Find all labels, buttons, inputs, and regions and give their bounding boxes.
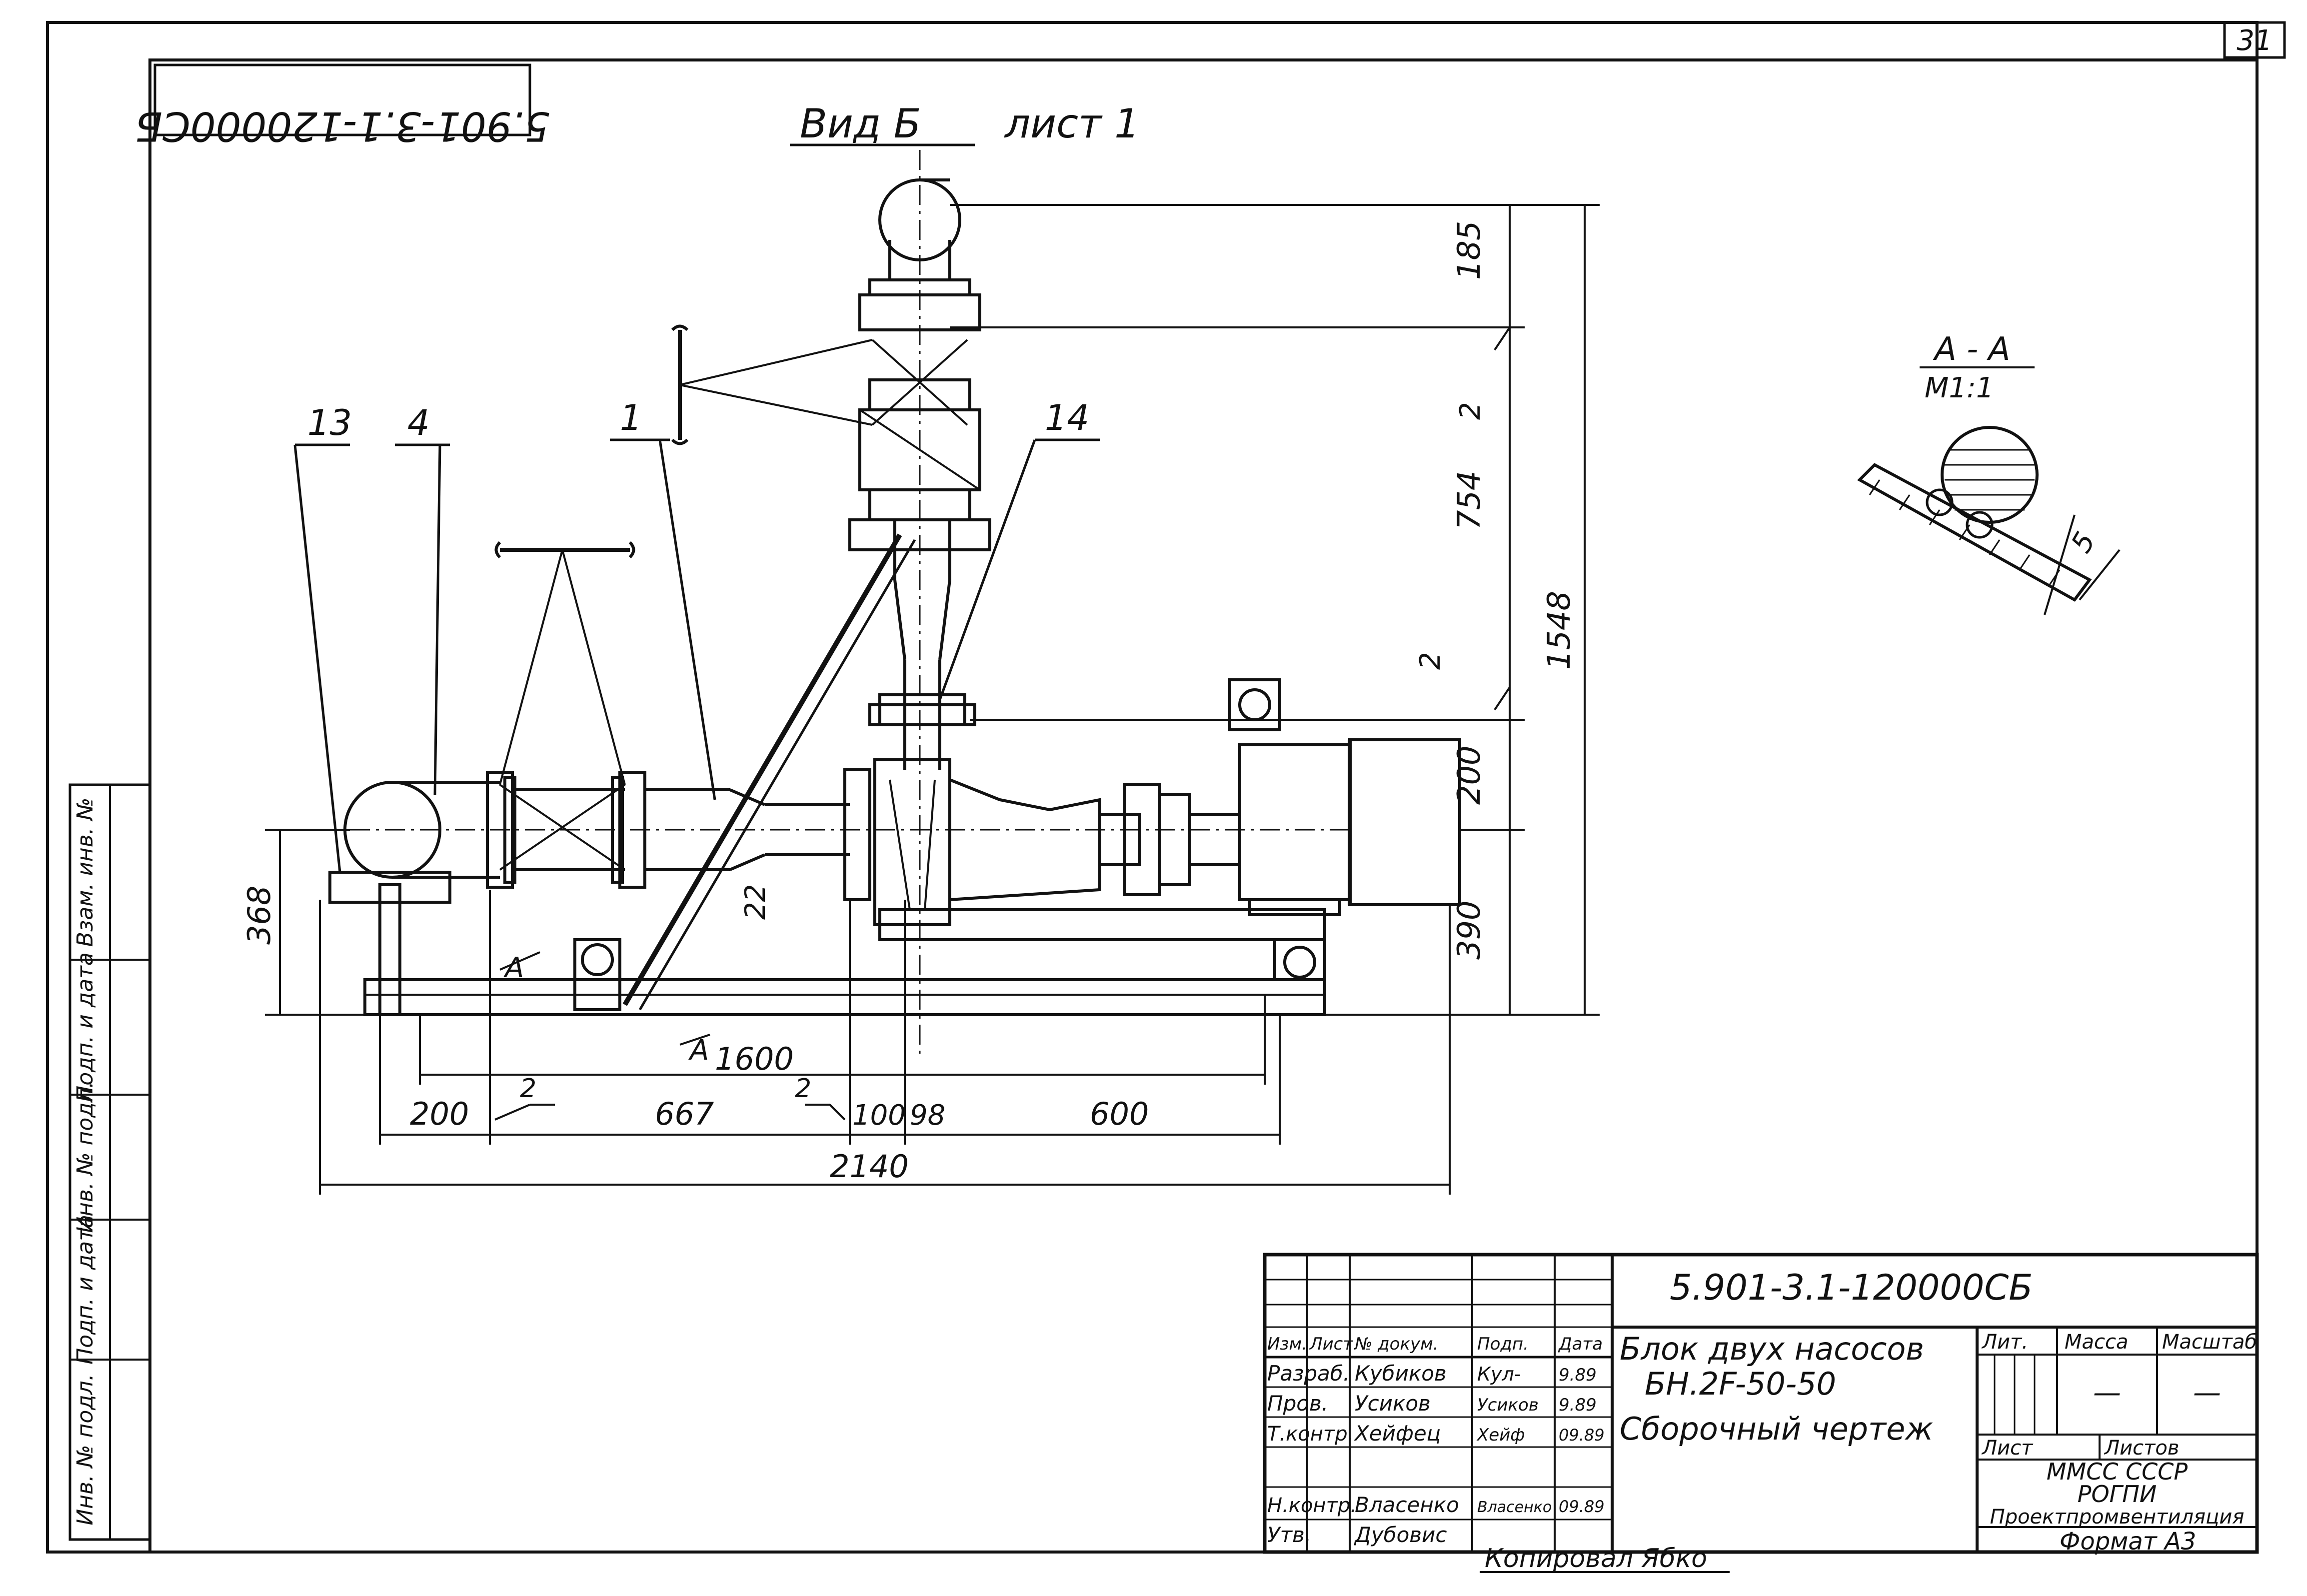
tb-header: Лист	[1309, 1334, 1353, 1354]
dim-label: 200	[1451, 746, 1487, 805]
sheet-frame	[46, 21, 2259, 1554]
tb-org: Проектпромвентиляция	[1990, 1506, 2245, 1529]
dim-label: 2	[1454, 402, 1487, 420]
svg-text:Н.контр.: Н.контр.	[1267, 1494, 1357, 1517]
tb-sheets: Листов	[2104, 1437, 2179, 1460]
tb-header: Дата	[1558, 1334, 1603, 1354]
leaders	[293, 438, 1100, 873]
svg-text:Утв.: Утв.	[1267, 1523, 1311, 1547]
svg-text:Усиков: Усиков	[1355, 1391, 1431, 1416]
drawing-name: Блок двух насосов	[1620, 1331, 1924, 1367]
dim-label: 390	[1451, 901, 1487, 960]
tb-org: РОГПИ	[2078, 1481, 2157, 1508]
section-label: А - А	[1933, 331, 2010, 368]
section-aa: А - А М1:1 5	[1857, 331, 2121, 615]
dim-label: 1548	[1541, 591, 1577, 670]
svg-text:Дубовис: Дубовис	[1354, 1523, 1447, 1547]
rotated-code-box: 5.901-3.1-120000СБ	[135, 63, 550, 149]
dim-label: 1600	[715, 1041, 794, 1077]
motor-body	[1238, 743, 1351, 901]
tb-lit: Лит.	[1981, 1331, 2028, 1354]
dim-label: 2	[520, 1074, 536, 1104]
stamp-field: Подп. и дата	[72, 952, 98, 1102]
svg-text:9.89: 9.89	[1559, 1395, 1597, 1415]
tb-header: № докум.	[1354, 1334, 1439, 1354]
view-sheet: лист 1	[1004, 100, 1140, 147]
svg-text:Власенко: Власенко	[1355, 1493, 1459, 1517]
tb-header: Подп.	[1477, 1334, 1529, 1354]
tb-scale: Масштаб	[2162, 1331, 2257, 1354]
dim-label: 368	[241, 886, 277, 945]
vertical-dimensions	[265, 204, 1600, 1016]
svg-text:Хейфец: Хейфец	[1354, 1421, 1441, 1446]
sheet-number-box: 31	[2223, 21, 2286, 59]
leader-label: 1	[620, 397, 642, 438]
tb-row: Т.контр. Хейфец Хейф 09.89	[1267, 1421, 1605, 1446]
tb-header: Изм.	[1267, 1334, 1307, 1354]
svg-text:Пров.: Пров.	[1267, 1391, 1328, 1416]
side-stamp: Взам. инв. № Подп. и дата Инв. № подл. П…	[68, 783, 151, 1541]
svg-text:Кубиков: Кубиков	[1355, 1361, 1447, 1386]
svg-text:9.89: 9.89	[1559, 1365, 1597, 1385]
leader-label: 14	[1045, 397, 1089, 438]
dim-label: 185	[1451, 221, 1487, 280]
section-scale: М1:1	[1925, 372, 1994, 404]
dim-label: 667	[655, 1096, 714, 1132]
dim-label: 22	[739, 884, 772, 920]
dim-label: А	[688, 1034, 709, 1067]
dim-label: 100	[852, 1099, 906, 1132]
drawing-code: 5.901-3.1-120000СБ	[1670, 1267, 2033, 1308]
rotated-drawing-code: 5.901-3.1-120000СБ	[135, 103, 550, 149]
dim-label: 2	[1414, 652, 1447, 670]
pump-base	[878, 908, 1326, 941]
tb-sheet: Лист	[1981, 1437, 2034, 1460]
tb-mass-value: —	[2093, 1377, 2121, 1409]
leader-label: 13	[307, 402, 352, 443]
drawing-name: БН.2F-50-50	[1645, 1366, 1836, 1402]
tb-scale-value: —	[2193, 1377, 2221, 1409]
svg-text:Власенко: Власенко	[1477, 1499, 1552, 1516]
tb-row: Пров. Усиков Усиков 9.89	[1267, 1391, 1597, 1416]
base-frame	[363, 978, 1326, 1016]
stamp-field: Инв. № подл.	[72, 1081, 98, 1233]
pump-assembly-drawing	[280, 150, 1461, 1060]
stamp-field: Взам. инв. №	[72, 798, 98, 947]
stamp-field: Подп. и дата	[72, 1215, 98, 1365]
tb-row: Разраб. Кубиков Кул- 9.89	[1267, 1361, 1597, 1386]
drawing-name: Сборочный чертеж	[1620, 1411, 1933, 1447]
dim-label: 600	[1090, 1096, 1149, 1132]
leader-label: 4	[407, 402, 430, 443]
svg-text:Кул-: Кул-	[1477, 1363, 1521, 1385]
tb-row: Н.контр. Власенко Власенко 09.89	[1267, 1493, 1605, 1517]
view-title: Вид Б	[800, 100, 921, 147]
format-label: Формат А3	[2060, 1528, 2196, 1556]
tb-org: ММСС СССР	[2047, 1458, 2188, 1485]
dim-label: 2140	[830, 1148, 909, 1185]
dim-label: 2	[795, 1074, 811, 1104]
svg-text:Т.контр.: Т.контр.	[1267, 1423, 1354, 1446]
svg-text:09.89: 09.89	[1559, 1497, 1605, 1516]
stamp-field: Инв. № подл.	[72, 1374, 98, 1526]
dim-label: 754	[1451, 471, 1487, 530]
horizontal-dimensions	[319, 890, 1451, 1195]
svg-text:09.89: 09.89	[1559, 1426, 1605, 1445]
tb-row: Утв. Дубовис	[1267, 1523, 1447, 1547]
copied-by: Копировал Ябко	[1485, 1544, 1707, 1574]
sheet-number: 31	[2237, 24, 2272, 57]
tb-mass: Масса	[2065, 1331, 2129, 1354]
svg-text:Разраб.: Разраб.	[1267, 1361, 1350, 1386]
dim-label: А	[503, 952, 524, 984]
svg-text:Хейф: Хейф	[1476, 1425, 1525, 1445]
dim-label: 98	[910, 1099, 945, 1132]
svg-text:Усиков: Усиков	[1477, 1395, 1539, 1415]
title-block	[1263, 1253, 2259, 1554]
dim-label: 200	[410, 1096, 469, 1132]
